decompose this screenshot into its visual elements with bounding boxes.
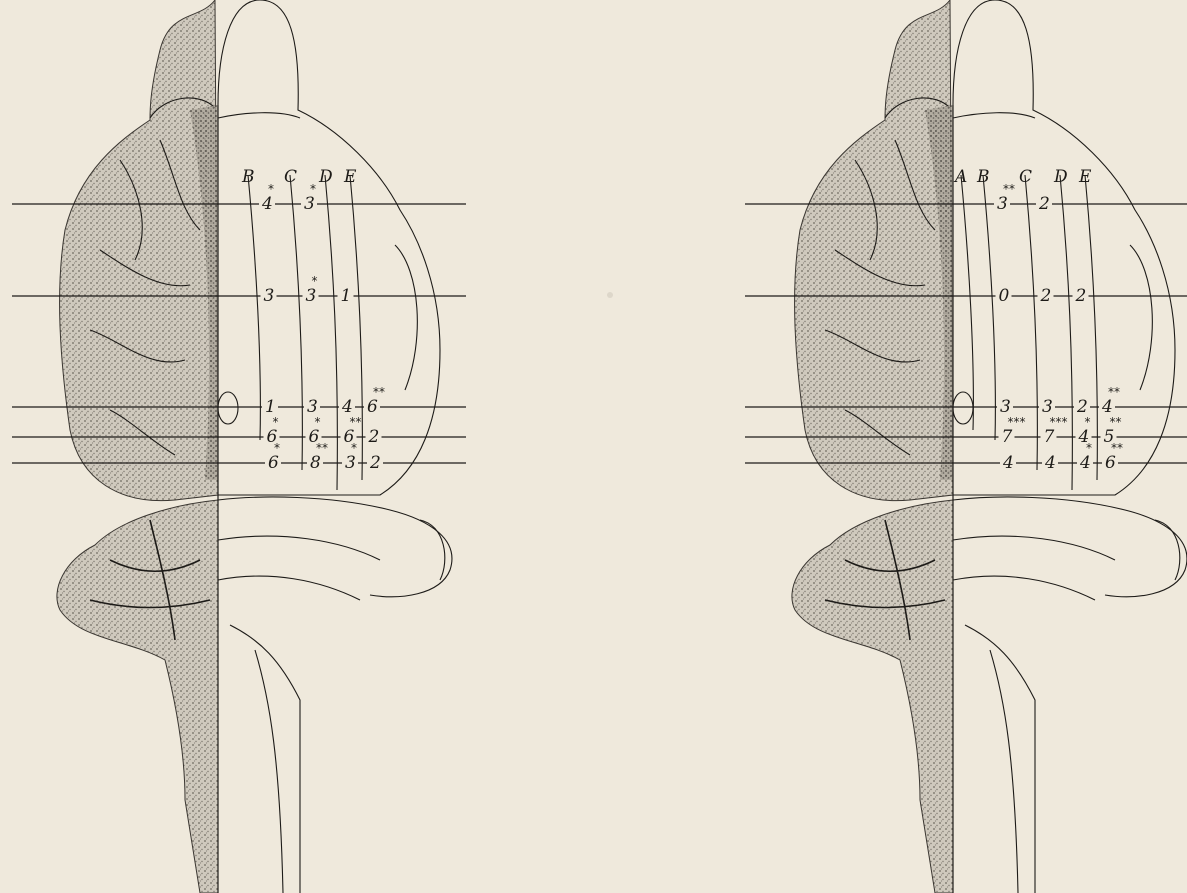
cerebellum-outline bbox=[953, 536, 1115, 560]
column-label-C: C bbox=[1019, 167, 1032, 187]
column-line-D bbox=[1060, 175, 1072, 490]
value-row2-B: 0 bbox=[999, 286, 1010, 306]
stars-row3-E: ** bbox=[373, 385, 385, 399]
value-row3-D: 2 bbox=[1076, 397, 1088, 417]
value-row5-C: 8 bbox=[310, 453, 321, 473]
column-line-C bbox=[1025, 175, 1037, 470]
value-row3-C: 3 bbox=[307, 397, 318, 417]
value-row5-C: 4 bbox=[1044, 453, 1056, 473]
value-row5-E: 6 bbox=[1105, 453, 1116, 473]
column-line-B bbox=[983, 175, 995, 440]
temporal-outline bbox=[1130, 245, 1152, 390]
stars-row4-D: * bbox=[1085, 415, 1091, 429]
pineal-outline bbox=[218, 392, 238, 424]
stars-row4-C: * bbox=[315, 415, 321, 429]
value-row2-B: 3 bbox=[264, 286, 275, 306]
center-speck bbox=[607, 292, 613, 298]
pineal-outline bbox=[953, 392, 973, 424]
value-row3-C: 3 bbox=[1042, 397, 1053, 417]
stars-row1-C: * bbox=[310, 182, 316, 196]
value-row5-B: 4 bbox=[1002, 453, 1014, 473]
value-row1-B: 4 bbox=[261, 194, 273, 214]
value-row1-C: 2 bbox=[1038, 194, 1050, 214]
stars-row4-E: ** bbox=[1110, 415, 1122, 429]
stars-row5-B: * bbox=[274, 441, 280, 455]
column-line-C bbox=[290, 175, 302, 470]
column-label-B: B bbox=[976, 167, 990, 187]
value-row4-E: 2 bbox=[368, 427, 380, 447]
stars-row4-B: * bbox=[273, 415, 279, 429]
column-label-E: E bbox=[343, 167, 357, 187]
value-row3-D: 4 bbox=[341, 397, 353, 417]
stars-row4-D: ** bbox=[350, 415, 362, 429]
cerebellum-outline bbox=[965, 625, 1035, 893]
stars-row5-C: ** bbox=[316, 441, 328, 455]
right-hemisphere-outline bbox=[218, 0, 440, 495]
stars-row2-C: * bbox=[312, 274, 318, 288]
cerebellum-outline bbox=[230, 625, 300, 893]
stars-row4-B: *** bbox=[1008, 415, 1026, 429]
cerebellum-outline bbox=[990, 650, 1018, 893]
cerebellum-shading bbox=[57, 500, 218, 893]
cerebellum-outline bbox=[255, 650, 283, 893]
stars-row1-B: ** bbox=[1003, 182, 1015, 196]
cerebellum-outline bbox=[1155, 520, 1180, 580]
value-row1-C: 3 bbox=[304, 194, 315, 214]
cerebellum-outline bbox=[953, 576, 1095, 600]
value-row5-D: 4 bbox=[1079, 453, 1091, 473]
stars-row4-C: *** bbox=[1050, 415, 1068, 429]
cerebellum-outline bbox=[218, 536, 380, 560]
column-label-C: C bbox=[284, 167, 297, 187]
column-label-A: A bbox=[953, 167, 967, 187]
value-row4-B: 7 bbox=[1002, 427, 1013, 447]
column-label-D: D bbox=[1053, 167, 1068, 187]
temporal-outline bbox=[395, 245, 417, 390]
value-row3-E: 6 bbox=[367, 397, 378, 417]
stars-row5-E: ** bbox=[1111, 441, 1123, 455]
cerebellum-outline bbox=[218, 497, 452, 597]
cerebellum-outline bbox=[420, 520, 445, 580]
column-line-B bbox=[248, 175, 260, 440]
olfactory-outline bbox=[953, 113, 1035, 118]
value-row3-B: 1 bbox=[265, 397, 276, 417]
value-row5-D: 3 bbox=[345, 453, 356, 473]
value-row2-C: 2 bbox=[1040, 286, 1052, 306]
cerebellum-outline bbox=[218, 576, 360, 600]
value-row2-D: 2 bbox=[1075, 286, 1087, 306]
value-row2-C: 3 bbox=[306, 286, 317, 306]
value-row4-C: 7 bbox=[1044, 427, 1055, 447]
column-label-B: B bbox=[241, 167, 255, 187]
cerebellum-outline bbox=[953, 497, 1187, 597]
stars-row5-D: * bbox=[1086, 441, 1092, 455]
column-label-E: E bbox=[1078, 167, 1092, 187]
olfactory-outline bbox=[218, 113, 300, 118]
value-row1-B: 3 bbox=[997, 194, 1008, 214]
value-row3-B: 3 bbox=[1000, 397, 1011, 417]
value-row3-E: 4 bbox=[1101, 397, 1113, 417]
column-label-D: D bbox=[318, 167, 333, 187]
value-row5-B: 6 bbox=[268, 453, 279, 473]
cerebellum-shading bbox=[792, 500, 953, 893]
stars-row5-D: * bbox=[351, 441, 357, 455]
value-row2-D: 1 bbox=[341, 286, 352, 306]
value-row5-E: 2 bbox=[369, 453, 381, 473]
stars-row1-B: * bbox=[268, 182, 274, 196]
stars-row3-E: ** bbox=[1108, 385, 1120, 399]
